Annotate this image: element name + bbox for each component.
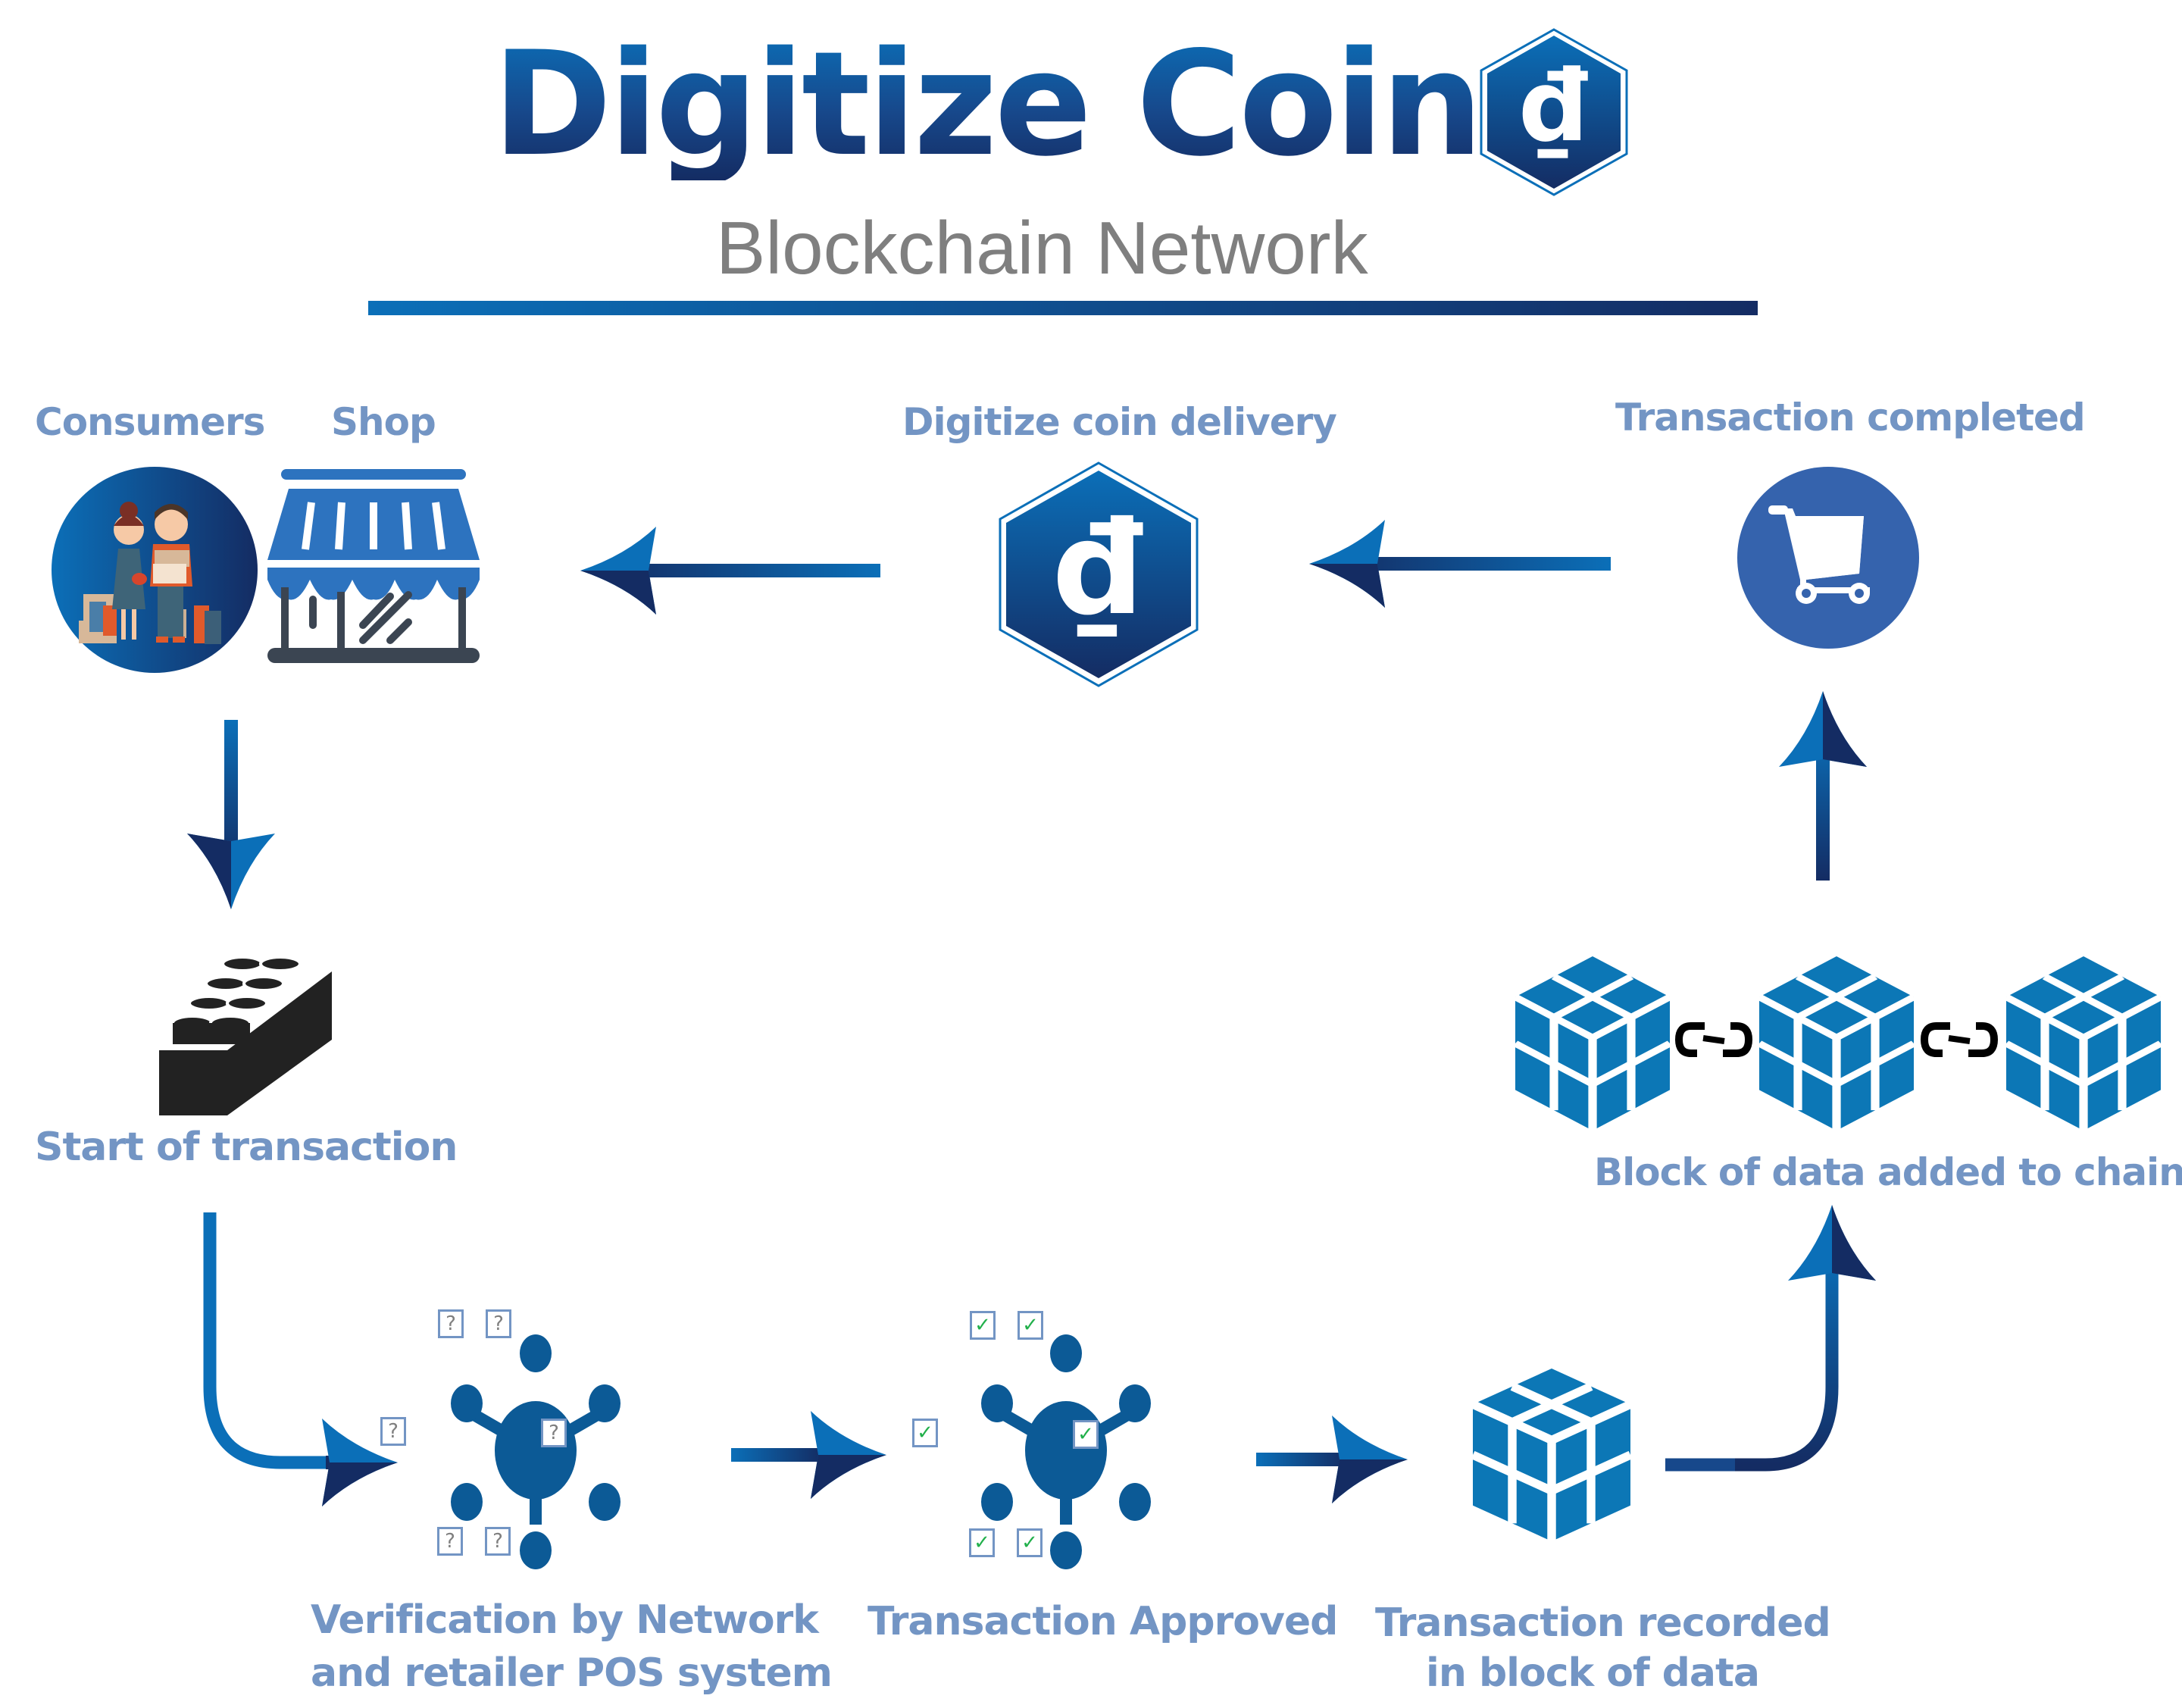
label-transaction-completed: Transaction completed: [1615, 396, 2086, 440]
page-subtitle: Blockchain Network: [716, 206, 1368, 289]
consumers-illustration: [52, 467, 258, 673]
chain-block-2: [1759, 956, 1914, 1131]
label-coin-delivery: Digitize coin delivery: [902, 400, 1337, 444]
coin-hexagon-icon: ₫: [999, 461, 1199, 687]
label-verification-line1: Verification by Network: [311, 1597, 819, 1643]
arrow-recorded-to-chain: [1665, 1205, 1876, 1472]
arrow-shop-to-start: [187, 720, 275, 909]
data-cube-icon: [1473, 1369, 1630, 1541]
question-box: ?: [437, 1527, 463, 1556]
question-box: ?: [380, 1417, 406, 1446]
app-title: Digitize Coin: [492, 20, 1483, 188]
chain-link-icon: [1920, 1022, 1999, 1057]
label-verification-line2: and retailer POS system: [311, 1650, 833, 1696]
question-box: ?: [486, 1309, 511, 1338]
arrow-verification-to-approved: [731, 1411, 886, 1499]
shop-icon: [267, 469, 480, 663]
question-box: ?: [541, 1419, 567, 1447]
chain-link-icon: [1674, 1022, 1753, 1057]
check-box: ✓: [1018, 1311, 1043, 1340]
coin-symbol: ₫: [1054, 494, 1143, 644]
label-block-added-to-chain: Block of data added to chain: [1594, 1150, 2182, 1194]
logo-symbol: ₫: [1520, 48, 1589, 164]
label-consumers: Consumers: [35, 400, 265, 444]
arrow-approved-to-recorded: [1256, 1416, 1408, 1503]
verification-network-icon: [399, 1299, 672, 1602]
arrow-chain-to-completed: [1779, 691, 1867, 881]
shopping-cart-icon: [1737, 467, 1919, 649]
arrow-coin-to-shop: [580, 527, 880, 615]
label-start-of-transaction: Start of transaction: [35, 1125, 458, 1170]
label-recorded-line2: in block of data: [1426, 1650, 1760, 1696]
question-box: ?: [438, 1309, 464, 1338]
arrow-completed-to-coin: [1309, 520, 1611, 608]
label-recorded-line1: Transaction recorded: [1375, 1600, 1831, 1646]
check-box: ✓: [1073, 1420, 1099, 1449]
label-transaction-approved: Transaction Approved: [867, 1599, 1338, 1644]
check-box: ✓: [969, 1528, 995, 1557]
lego-brick-icon: [159, 956, 332, 1115]
header-divider: [368, 301, 1758, 315]
check-box: ✓: [1017, 1528, 1043, 1557]
label-shop: Shop: [331, 400, 436, 444]
arrow-start-to-verification: [203, 1212, 398, 1506]
check-box: ✓: [912, 1419, 938, 1447]
check-box: ✓: [970, 1311, 996, 1340]
chain-block-1: [1515, 956, 1670, 1131]
question-box: ?: [485, 1527, 511, 1556]
logo-hexagon-icon: ₫: [1480, 28, 1628, 196]
chain-block-3: [2006, 956, 2161, 1131]
